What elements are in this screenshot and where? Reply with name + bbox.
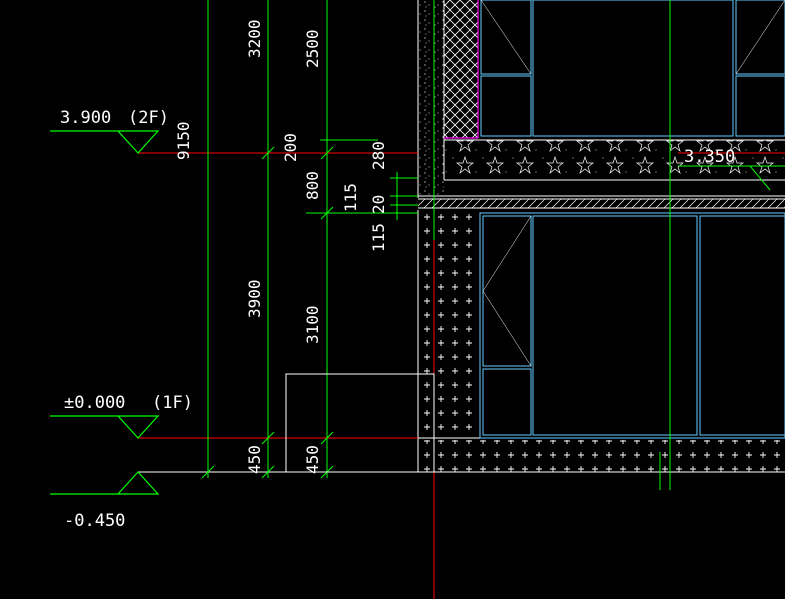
plinth-outline bbox=[285, 373, 435, 473]
axis-lines bbox=[138, 152, 785, 599]
level-marker-2f[interactable]: 3.900 (2F) bbox=[50, 108, 169, 154]
wall-section bbox=[138, 0, 785, 473]
dim-800: 800 bbox=[303, 171, 322, 200]
level-1f-elevation: ±0.000 bbox=[64, 393, 125, 413]
level-marker-outdoor[interactable]: -0.450 bbox=[50, 471, 160, 531]
dim-9150: 9150 bbox=[174, 121, 193, 160]
dim-20: 20 bbox=[369, 195, 388, 214]
dim-450-b: 450 bbox=[303, 445, 322, 474]
level-1f-floor-label: (1F) bbox=[152, 393, 193, 413]
dim-3100: 3100 bbox=[303, 305, 322, 344]
level-marker-1f[interactable]: ±0.000 (1F) bbox=[50, 393, 193, 439]
dim-280: 280 bbox=[369, 141, 388, 170]
lower-wall-fill bbox=[418, 210, 478, 438]
ground-slab-fill bbox=[418, 440, 785, 472]
dim-115-a: 115 bbox=[341, 183, 360, 212]
upper-window bbox=[480, 0, 785, 137]
level-outdoor-elevation: -0.450 bbox=[64, 511, 125, 531]
dim-2500: 2500 bbox=[303, 29, 322, 68]
level-2f-elevation: 3.900 bbox=[60, 108, 111, 128]
dim-200: 200 bbox=[281, 133, 300, 162]
floor-slab-fill bbox=[444, 140, 785, 178]
level-beam-elevation: 3.350 bbox=[684, 147, 735, 167]
dimension-texts: 9150 3200 3900 450 2500 200 800 3100 450… bbox=[174, 19, 388, 474]
ledge-hatch bbox=[418, 199, 785, 208]
dim-115-b: 115 bbox=[369, 223, 388, 252]
dim-450-a: 450 bbox=[245, 445, 264, 474]
dim-3200: 3200 bbox=[245, 19, 264, 58]
dim-3900: 3900 bbox=[245, 279, 264, 318]
upper-wall-fill bbox=[418, 0, 444, 195]
level-2f-floor-label: (2F) bbox=[128, 108, 169, 128]
lower-window bbox=[479, 212, 785, 439]
dimension-lines bbox=[201, 0, 785, 490]
crosshatch-insulation bbox=[444, 0, 478, 138]
